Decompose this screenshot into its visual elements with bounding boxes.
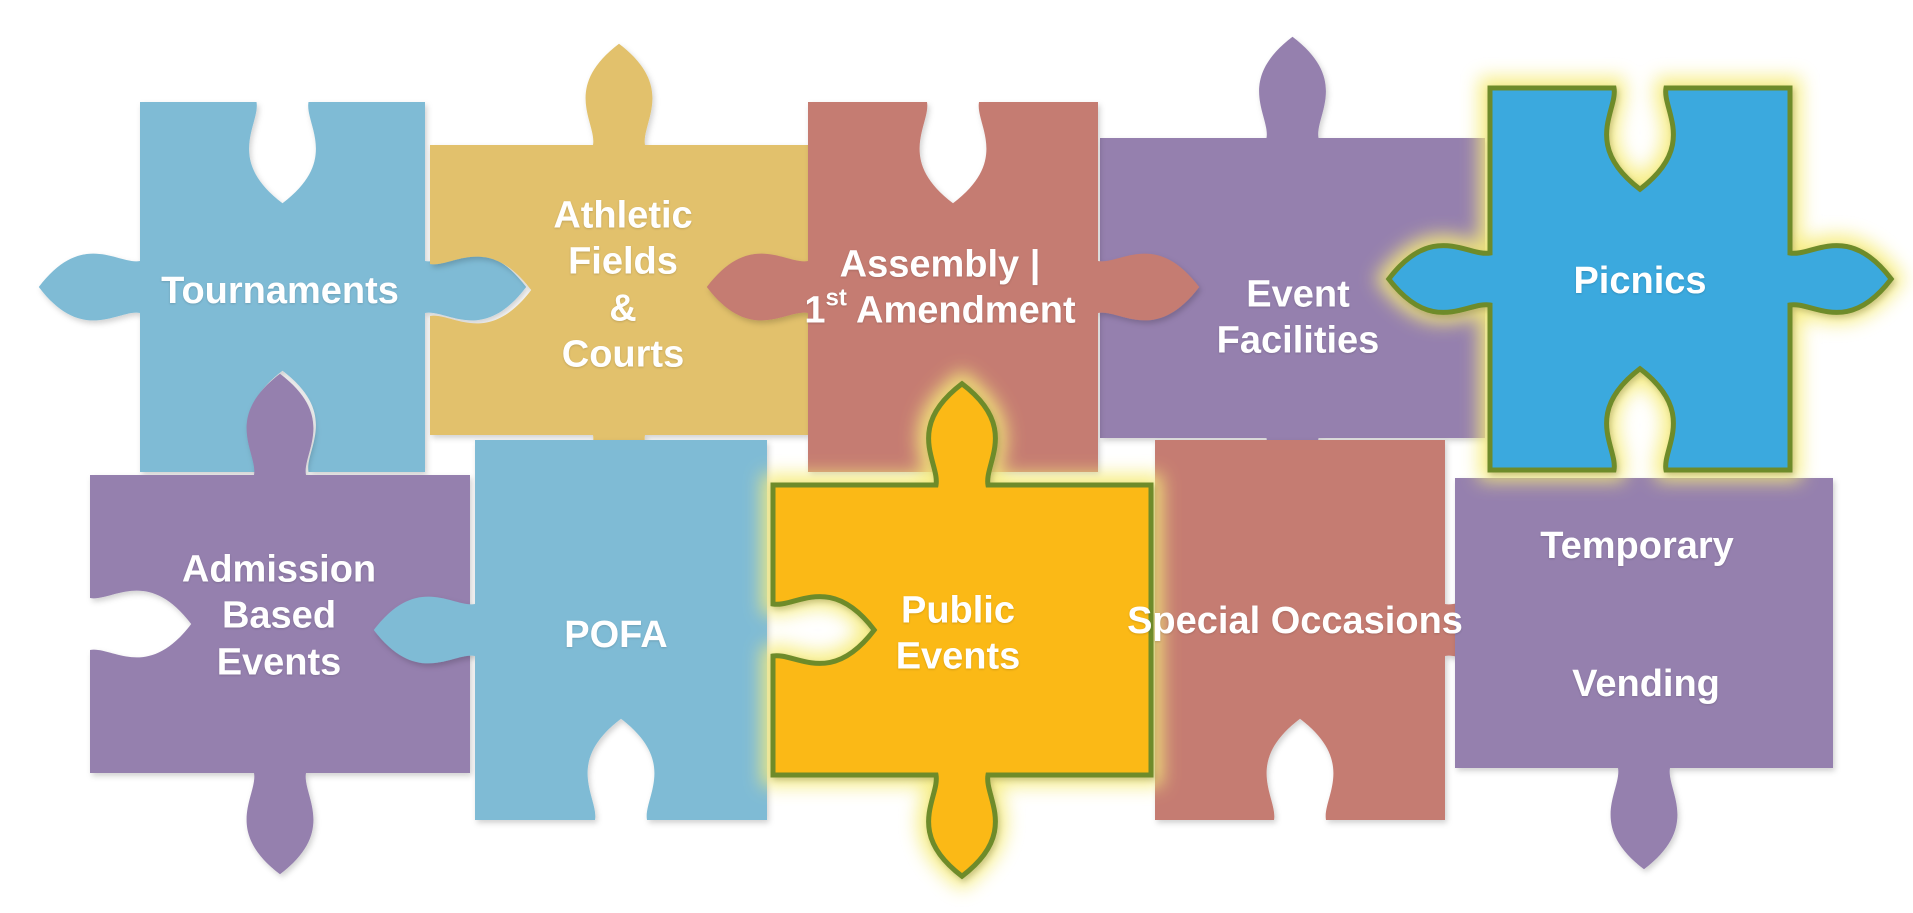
label-tournaments: Tournaments (161, 268, 399, 314)
admission-line-3: Events (216, 641, 342, 684)
pofa-text: POFA (564, 613, 668, 656)
label-special-occasions: Special Occasions (1127, 598, 1463, 644)
tournaments-text: Tournaments (161, 269, 399, 312)
piece-public-events[interactable] (770, 380, 1154, 880)
vending-text: Vending (1572, 662, 1720, 705)
assembly-ordinal-suffix: st (825, 285, 847, 312)
assembly-line-1: Assembly | (839, 243, 1041, 286)
event-facilities-line-2: Facilities (1216, 320, 1380, 362)
label-assembly-1st-amendment: Assembly | 1st Amendment (804, 242, 1075, 335)
label-event-facilities: Event Facilities (1217, 272, 1380, 365)
label-admission-based-events: Admission Based Events (182, 546, 376, 685)
piece-athletic-fields[interactable] (430, 43, 808, 537)
public-events-line-1: Public (900, 589, 1016, 632)
label-vending: Vending (1572, 661, 1720, 707)
label-temporary: Temporary (1540, 523, 1734, 569)
assembly-number: 1 (804, 290, 826, 332)
label-pofa: POFA (564, 612, 667, 658)
piece-special-occasions[interactable] (1155, 440, 1547, 820)
public-events-line-2: Events (895, 636, 1021, 678)
label-picnics: Picnics (1573, 258, 1706, 304)
admission-line-1: Admission (181, 548, 377, 591)
athletic-line-2: Fields (568, 240, 678, 283)
admission-line-2: Based (221, 594, 337, 637)
label-public-events: Public Events (896, 588, 1021, 681)
special-occasions-text: Special Occasions (1127, 599, 1463, 642)
event-facilities-line-1: Event (1246, 273, 1350, 316)
piece-assembly[interactable] (706, 102, 1200, 472)
athletic-line-4: Courts (561, 333, 685, 376)
piece-temporary-vending[interactable] (1455, 478, 1833, 870)
picnics-text: Picnics (1573, 259, 1707, 302)
assembly-line-2: 1st Amendment (804, 285, 1076, 334)
piece-picnics[interactable] (1385, 85, 1895, 473)
label-athletic-fields-courts: Athletic Fields & Courts (553, 192, 692, 377)
piece-tournaments[interactable] (38, 102, 527, 472)
temporary-text: Temporary (1540, 524, 1734, 567)
athletic-line-3: & (609, 287, 637, 329)
piece-admission-events[interactable] (90, 373, 470, 875)
piece-pofa[interactable] (373, 440, 767, 820)
piece-event-facilities[interactable] (1100, 36, 1485, 540)
assembly-word: Amendment (846, 290, 1076, 332)
athletic-line-1: Athletic (553, 194, 693, 237)
